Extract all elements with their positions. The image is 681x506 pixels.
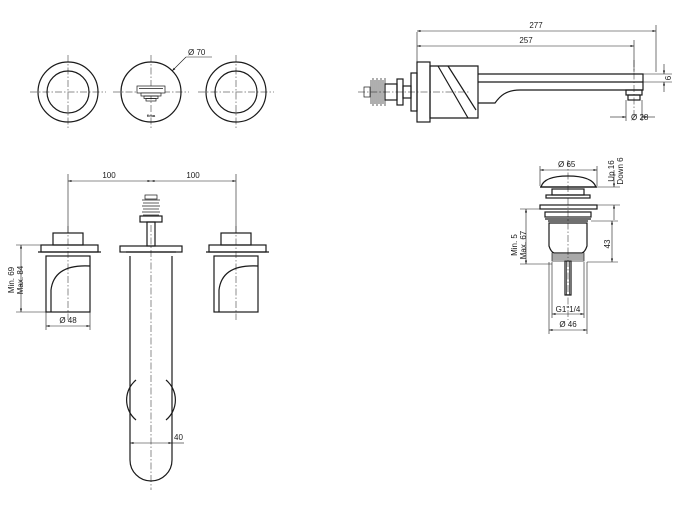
dim-handle-min: Min. 69 bbox=[7, 266, 16, 293]
right-handle-elevation bbox=[206, 226, 269, 320]
left-handle-elevation: Min. 69 Max. 84 Ø 48 bbox=[7, 226, 101, 330]
dim-waste-down: Down 6 bbox=[616, 157, 625, 185]
dim-right-spacing: 100 bbox=[186, 171, 200, 180]
dim-outlet-diameter: Ø 28 bbox=[631, 113, 649, 122]
spout-elevation: 40 bbox=[119, 194, 184, 490]
dim-handle-max: Max. 84 bbox=[16, 265, 25, 294]
dim-spout-width: 40 bbox=[174, 433, 183, 442]
right-handle-rosette-front bbox=[198, 55, 274, 129]
dim-total-length: 277 bbox=[529, 21, 543, 30]
left-handle-rosette-front bbox=[30, 55, 106, 129]
dim-waste-min: Min. 5 bbox=[510, 234, 519, 256]
brand-logo: fima bbox=[147, 113, 156, 118]
dim-waste-body-height: 43 bbox=[603, 239, 612, 248]
dim-spout-length: 257 bbox=[519, 36, 533, 45]
pop-up-waste: Ø 65 Up 16 Down 6 Min. 5 Max. 67 bbox=[510, 157, 625, 334]
dim-waste-max: Max. 67 bbox=[519, 230, 528, 259]
dim-handle-diameter: Ø 48 bbox=[59, 316, 77, 325]
dim-waste-body-diameter: Ø 46 bbox=[559, 320, 577, 329]
dim-waste-cap-diameter: Ø 65 bbox=[558, 160, 576, 169]
front-view-rosettes: fima Ø 70 bbox=[30, 48, 274, 129]
dim-waste-thread: G1"1/4 bbox=[556, 305, 581, 314]
dim-waste-up: Up 16 bbox=[607, 160, 616, 182]
dim-rosette-diameter: Ø 70 bbox=[188, 48, 206, 57]
spout-rosette-front: fima Ø 70 bbox=[113, 48, 212, 129]
dim-spout-thickness: 6 bbox=[664, 75, 673, 80]
side-view-spout: 277 257 6 Ø 28 bbox=[358, 21, 673, 123]
front-elevation: 100 100 Min. 69 Max. 84 Ø 48 bbox=[7, 171, 269, 490]
dim-left-spacing: 100 bbox=[102, 171, 116, 180]
